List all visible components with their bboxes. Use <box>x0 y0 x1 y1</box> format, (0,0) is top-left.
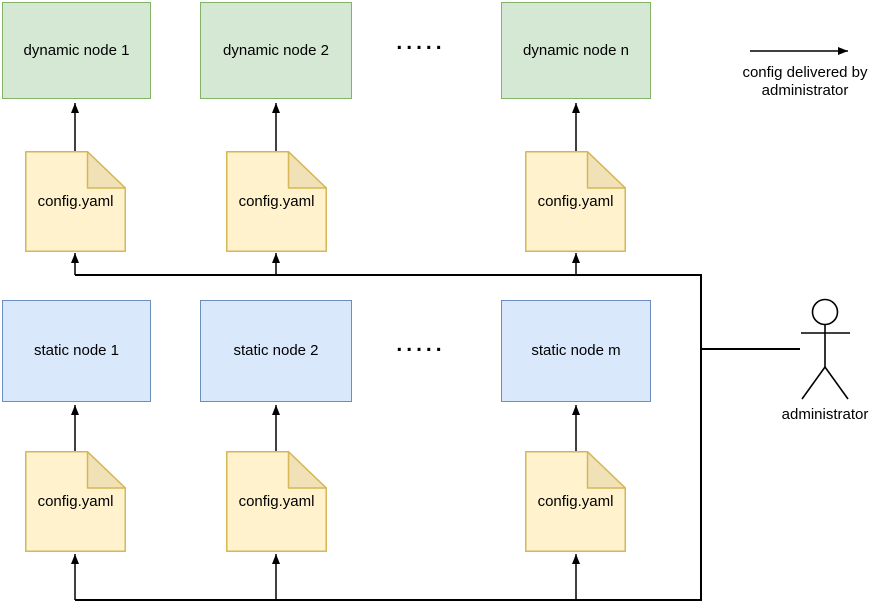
node-label: dynamic node 1 <box>23 41 130 59</box>
document-icon <box>525 451 626 552</box>
document-icon <box>25 451 126 552</box>
actor-legs <box>801 365 849 400</box>
node-static-m: static node m <box>501 300 651 402</box>
node-label: static node 1 <box>33 342 120 359</box>
administrator-label: administrator <box>781 406 869 423</box>
legend-caption: config delivered by administrator <box>742 64 868 99</box>
config-file-static-2: config.yaml <box>226 451 327 552</box>
node-dynamic-n: dynamic node n <box>501 2 651 99</box>
config-bus-line <box>75 274 702 601</box>
ellipsis-dynamic-row: ..... <box>396 31 446 54</box>
config-file-dynamic-n: config.yaml <box>525 151 626 252</box>
node-label: static node m <box>531 342 621 359</box>
node-label: dynamic node n <box>523 41 629 59</box>
config-file-dynamic-1: config.yaml <box>25 151 126 252</box>
document-icon <box>226 451 327 552</box>
ellipsis-static-row: ..... <box>396 333 446 356</box>
config-file-static-m: config.yaml <box>525 451 626 552</box>
node-static-1: static node 1 <box>2 300 151 402</box>
config-file-label: config.yaml <box>537 193 614 210</box>
document-icon <box>226 151 327 252</box>
config-file-label: config.yaml <box>37 493 114 510</box>
node-dynamic-1: dynamic node 1 <box>2 2 151 99</box>
document-icon <box>525 151 626 252</box>
node-label: dynamic node 2 <box>223 41 329 59</box>
config-file-label: config.yaml <box>37 193 114 210</box>
config-file-dynamic-2: config.yaml <box>226 151 327 252</box>
node-static-2: static node 2 <box>200 300 352 402</box>
config-file-static-1: config.yaml <box>25 451 126 552</box>
config-file-label: config.yaml <box>537 493 614 510</box>
config-file-label: config.yaml <box>238 193 315 210</box>
node-dynamic-2: dynamic node 2 <box>200 2 352 99</box>
actor-head <box>811 298 839 326</box>
administrator-figure <box>801 298 850 400</box>
document-icon <box>25 151 126 252</box>
config-file-label: config.yaml <box>238 493 315 510</box>
node-label: static node 2 <box>233 342 319 359</box>
